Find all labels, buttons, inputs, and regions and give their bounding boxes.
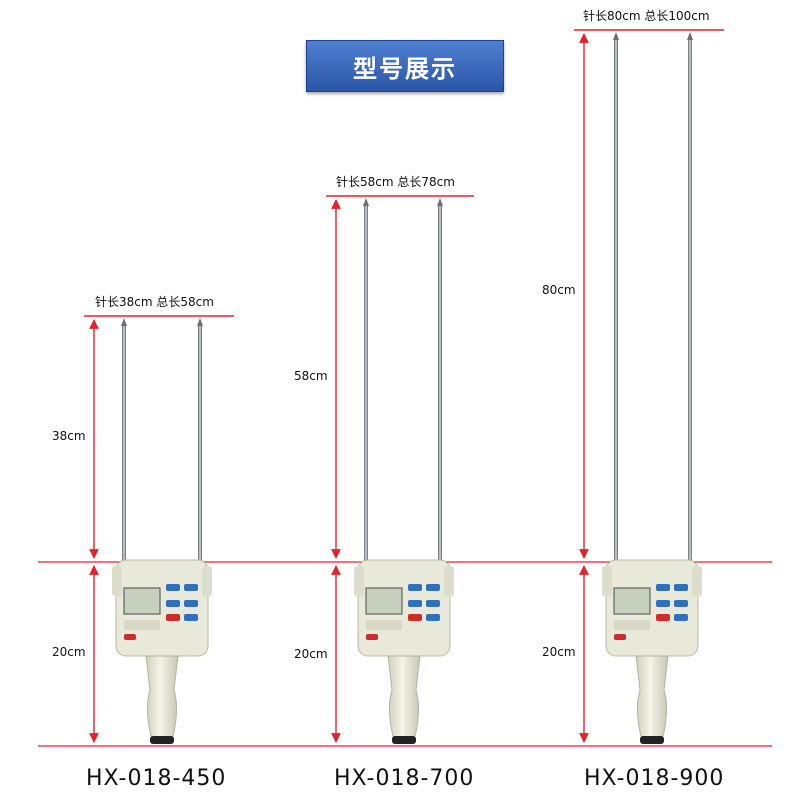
moisture-meter-device-icon [354, 198, 454, 744]
body-label-450: 20cm [52, 645, 86, 659]
header-label-900: 针长80cm 总长100cm [583, 8, 710, 23]
model-label-900: HX-018-900 [584, 766, 725, 791]
steel-probe-icon [122, 322, 126, 566]
moisture-meter-device-icon [602, 32, 702, 744]
header-label-700: 针长58cm 总长78cm [336, 174, 455, 189]
probe-label-700: 58cm [294, 369, 328, 383]
title-banner: 型号展示 [306, 40, 504, 92]
steel-probe-icon [688, 36, 692, 566]
body-label-700: 20cm [294, 647, 328, 661]
moisture-meter-device-icon [112, 318, 212, 744]
probe-label-450: 38cm [52, 429, 86, 443]
steel-probe-icon [438, 202, 442, 566]
body-label-900: 20cm [542, 645, 576, 659]
model-label-450: HX-018-450 [86, 766, 227, 791]
header-label-450: 针长38cm 总长58cm [95, 294, 214, 309]
steel-probe-icon [614, 36, 618, 566]
steel-probe-icon [198, 322, 202, 566]
steel-probe-icon [364, 202, 368, 566]
probe-label-900: 80cm [542, 283, 576, 297]
model-label-700: HX-018-700 [334, 766, 475, 791]
